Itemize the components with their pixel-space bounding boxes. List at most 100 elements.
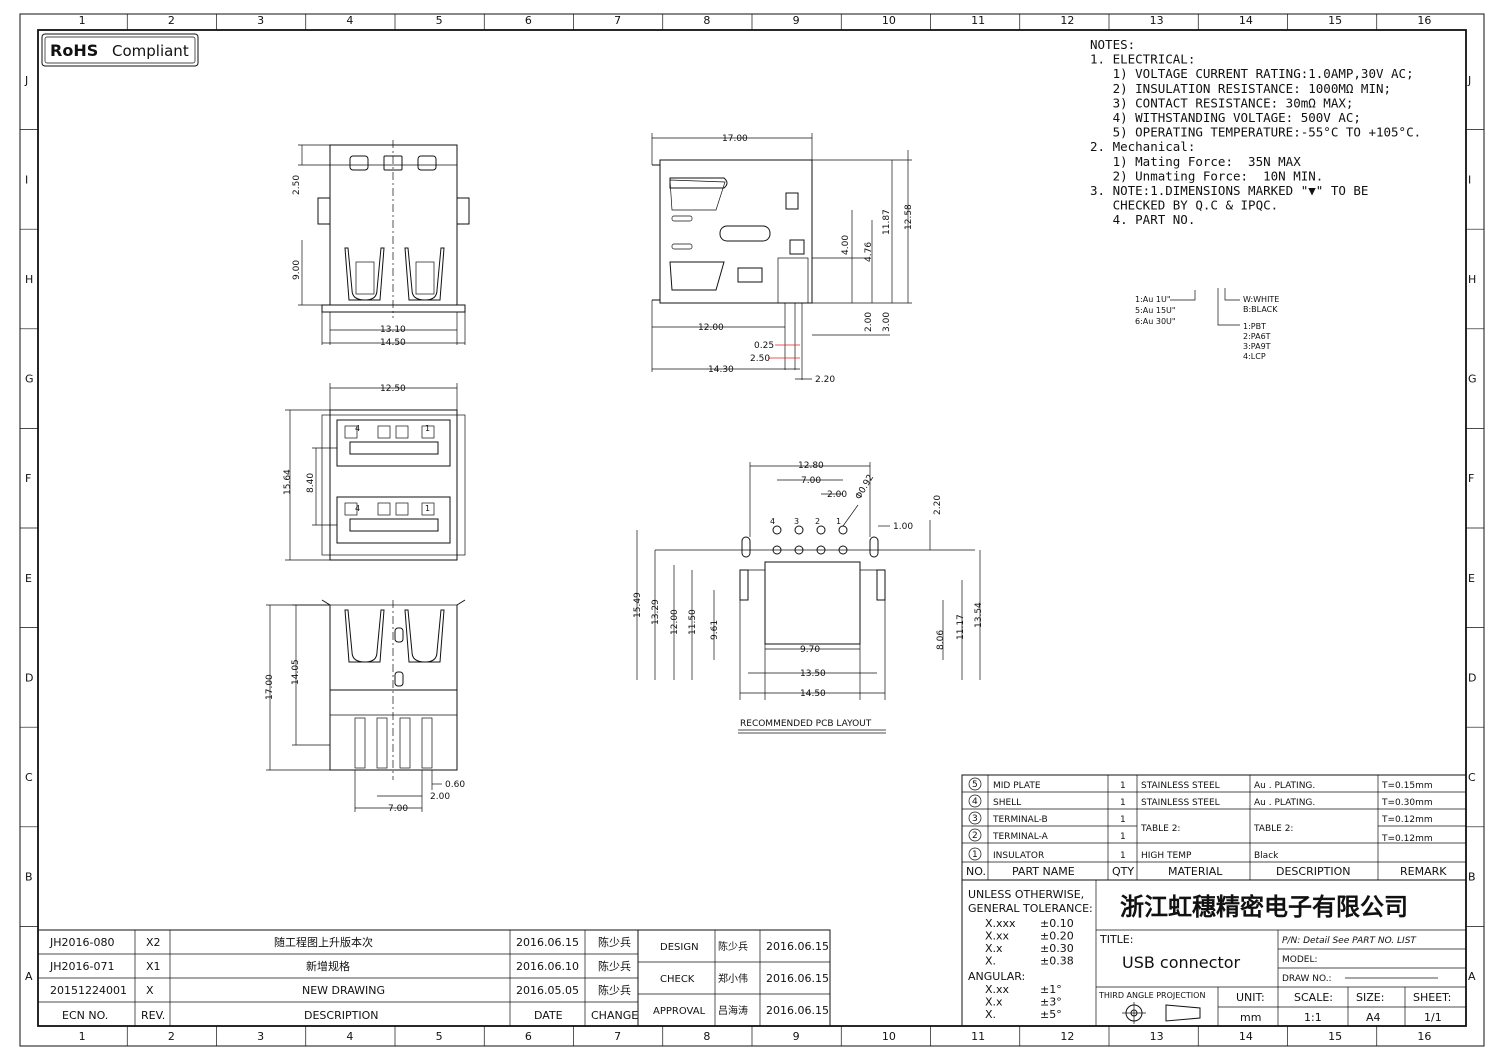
note-line: 3. NOTE:1.DIMENSIONS MARKED "▼" TO BE: [1090, 183, 1368, 198]
note-line: 2) INSULATION RESISTANCE: 1000MΩ MIN;: [1090, 81, 1391, 96]
bom-part-name: MID PLATE: [993, 781, 1041, 791]
dim-pcb-1280: 12.80: [798, 461, 824, 471]
drawno-label: DRAW NO.:: [1282, 974, 1332, 984]
grid-col-7-top: 7: [614, 14, 621, 27]
bom-no: 3: [972, 814, 978, 824]
pn-text: P/N: Detail See PART NO. LIST: [1282, 936, 1417, 946]
note-line: 2) Unmating Force: 10N MIN.: [1090, 168, 1323, 183]
grid-row-B-left: B: [25, 871, 33, 884]
grid-row-H-right: H: [1468, 273, 1476, 286]
angle-format: X.x: [985, 996, 1003, 1009]
grid-col-14-top: 14: [1239, 14, 1253, 27]
tol-value: ±0.38: [1040, 955, 1074, 968]
rohs-label: RoHS: [50, 41, 98, 60]
grid-col-14-bottom: 14: [1239, 1030, 1253, 1043]
bom-part-name: INSULATOR: [993, 851, 1044, 861]
grid-col-10-top: 10: [882, 14, 896, 27]
rev-date: 2016.06.10: [516, 960, 579, 973]
tol-value: ±0.30: [1040, 942, 1074, 955]
title-label: TITLE:: [1099, 933, 1133, 946]
rev-change: 陈少兵: [598, 983, 631, 997]
rev-ecn: JH2016-071: [49, 960, 114, 973]
sheet-label: SHEET:: [1413, 991, 1451, 1004]
dim-pcb-092: Φ0.92: [854, 473, 876, 501]
grid-markers: 1122334455667788991010111112121313141415…: [20, 14, 1484, 1046]
grid-row-I-right: I: [1468, 173, 1471, 186]
unit-label: UNIT:: [1236, 991, 1265, 1004]
grid-col-5-top: 5: [436, 14, 443, 27]
dim-side-1200: 12.00: [698, 323, 724, 333]
tol-format: X.xx: [985, 930, 1010, 943]
compliant-label: Compliant: [112, 42, 189, 60]
grid-row-A-right: A: [1468, 970, 1476, 983]
rev-change: 陈少兵: [598, 935, 631, 949]
dim-pcb-1354: 13.54: [974, 602, 984, 628]
grid-col-10-bottom: 10: [882, 1030, 896, 1043]
rohs-badge: RoHS Compliant: [41, 33, 199, 67]
bom-header-desc: DESCRIPTION: [1276, 865, 1350, 878]
grid-col-16-bottom: 16: [1417, 1030, 1431, 1043]
grid-col-13-bottom: 13: [1150, 1030, 1164, 1043]
rev-header-desc: DESCRIPTION: [304, 1009, 378, 1022]
grid-col-16-top: 16: [1417, 14, 1431, 27]
dim-bottom-1405: 14.05: [291, 659, 301, 685]
scale-label: SCALE:: [1294, 991, 1333, 1004]
approval-role: DESIGN: [660, 942, 699, 953]
grid-col-3-top: 3: [257, 14, 264, 27]
dim-front-1564: 15.64: [283, 469, 293, 495]
tol-title-2: GENERAL TOLERANCE:: [968, 902, 1093, 915]
grid-col-4-top: 4: [346, 14, 353, 27]
front-pin-1a: 1: [425, 424, 430, 433]
rev-rev: X1: [146, 960, 161, 973]
grid-col-5-bottom: 5: [436, 1030, 443, 1043]
dim-front-840: 8.40: [306, 473, 316, 493]
bom-no: 5: [972, 780, 978, 790]
dim-pcb-970: 9.70: [800, 645, 820, 655]
rev-desc: NEW DRAWING: [302, 984, 385, 997]
bom-number-circle: [968, 811, 982, 825]
dim-side-220: 2.20: [815, 375, 835, 385]
dim-pcb-220: 2.20: [933, 495, 943, 515]
grid-row-E-right: E: [1468, 572, 1475, 585]
bom-material: HIGH TEMP: [1141, 851, 1192, 861]
dim-pcb-1350: 13.50: [800, 669, 826, 679]
rev-desc: 新增规格: [306, 959, 350, 973]
plating-1: 1:Au 1U": [1135, 295, 1171, 304]
dim-pcb-100: 1.00: [893, 522, 913, 532]
dim-side-400: 4.00: [841, 235, 851, 255]
dim-side-1258: 12.58: [904, 204, 914, 230]
material-3: 3:PA9T: [1243, 342, 1271, 351]
grid-row-D-right: D: [1468, 671, 1476, 684]
rev-header-date: DATE: [534, 1009, 563, 1022]
title-value: USB connector: [1122, 953, 1241, 972]
grid-row-A-left: A: [25, 970, 33, 983]
dim-side-1700: 17.00: [722, 134, 748, 144]
pcb-pin-3: 3: [794, 517, 799, 526]
dim-pcb-1329: 13.29: [651, 599, 661, 625]
angle-value: ±1°: [1040, 983, 1062, 996]
bom-number-circle: [968, 847, 982, 861]
grid-col-1-bottom: 1: [79, 1030, 86, 1043]
approval-date: 2016.06.15: [766, 940, 829, 953]
grid-col-2-top: 2: [168, 14, 175, 27]
tol-angular: ANGULAR:: [968, 970, 1025, 983]
bom-header-name: PART NAME: [1012, 865, 1075, 878]
rev-date: 2016.06.15: [516, 936, 579, 949]
dim-pcb-961: 9.61: [710, 620, 720, 640]
note-line: 4. PART NO.: [1090, 212, 1195, 227]
bom-header-no: NO.: [966, 865, 986, 878]
dim-side-300: 3.00: [882, 312, 892, 332]
dim-bottom-200: 2.00: [430, 792, 450, 802]
grid-row-D-left: D: [25, 671, 33, 684]
bom-number-circle: [968, 828, 982, 842]
grid-col-9-top: 9: [793, 14, 800, 27]
dim-side-250: 2.50: [750, 354, 770, 364]
grid-row-C-left: C: [25, 771, 33, 784]
grid-col-1-top: 1: [79, 14, 86, 27]
grid-row-F-right: F: [1468, 472, 1474, 485]
notes-block: NOTES:1. ELECTRICAL: 1) VOLTAGE CURRENT …: [1090, 37, 1421, 227]
angle-format: X.xx: [985, 983, 1010, 996]
note-line: 1. ELECTRICAL:: [1090, 52, 1195, 67]
plating-5: 5:Au 15U": [1135, 306, 1176, 315]
